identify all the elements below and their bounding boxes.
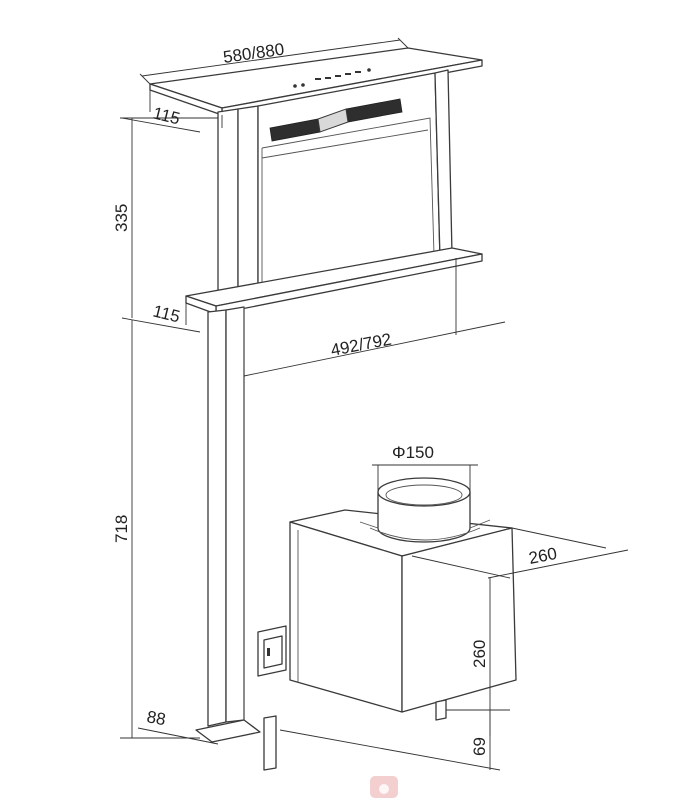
grease-filters: [269, 98, 403, 142]
base-depth-label: 88: [145, 707, 167, 729]
duct-diameter-label: Φ150: [392, 443, 434, 462]
motor-height-label: 260: [470, 640, 489, 668]
top-width-label: 580/880: [222, 40, 285, 67]
lower-depth-label: 115: [151, 301, 182, 326]
upper-height-label: 335: [112, 204, 131, 232]
watermark-icon: [370, 776, 398, 798]
duct-collar: [359, 477, 491, 543]
top-depth-label: 115: [151, 103, 182, 128]
control-buttons: [293, 68, 371, 88]
foot-height-label: 69: [470, 737, 489, 756]
motor-depth-label: 260: [527, 544, 558, 568]
electrical-socket: [257, 625, 287, 677]
total-lower-height-label: 718: [112, 515, 131, 543]
dimension-lines: [120, 37, 629, 771]
lower-column: [195, 306, 261, 743]
inner-width-label: 492/792: [329, 330, 393, 360]
